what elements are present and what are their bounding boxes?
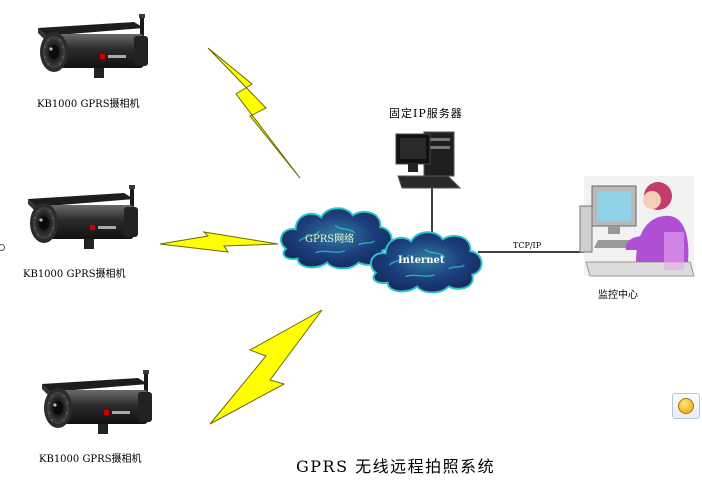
- server-label: 固定IP服务器: [389, 106, 463, 120]
- smiley-button-icon: [678, 398, 694, 414]
- diagram-title: GPRS 无线远程拍照系统: [296, 457, 495, 476]
- camera-3-label: KB1000 GPRS摄相机: [39, 452, 142, 465]
- gprs-network-label: GPRS网络: [305, 232, 354, 245]
- lightning-bolt-2: [159, 231, 279, 253]
- smiley-button[interactable]: [672, 393, 700, 419]
- camera-1: [38, 14, 148, 78]
- camera-2-label: KB1000 GPRS摄相机: [23, 267, 126, 280]
- camera-3: [42, 370, 152, 434]
- monitoring-center-illustration: [579, 176, 695, 277]
- camera-2: [28, 185, 138, 249]
- lightning-bolt-3: [209, 309, 323, 425]
- radio-circle-icon: [0, 244, 5, 251]
- monitoring-center-label: 监控中心: [598, 288, 638, 301]
- lightning-bolt-1: [207, 47, 301, 179]
- server-computer-icon: [395, 131, 462, 189]
- internet-label: Internet: [398, 255, 445, 266]
- tcpip-label: TCP/IP: [513, 241, 542, 250]
- camera-1-label: KB1000 GPRS摄相机: [37, 97, 140, 110]
